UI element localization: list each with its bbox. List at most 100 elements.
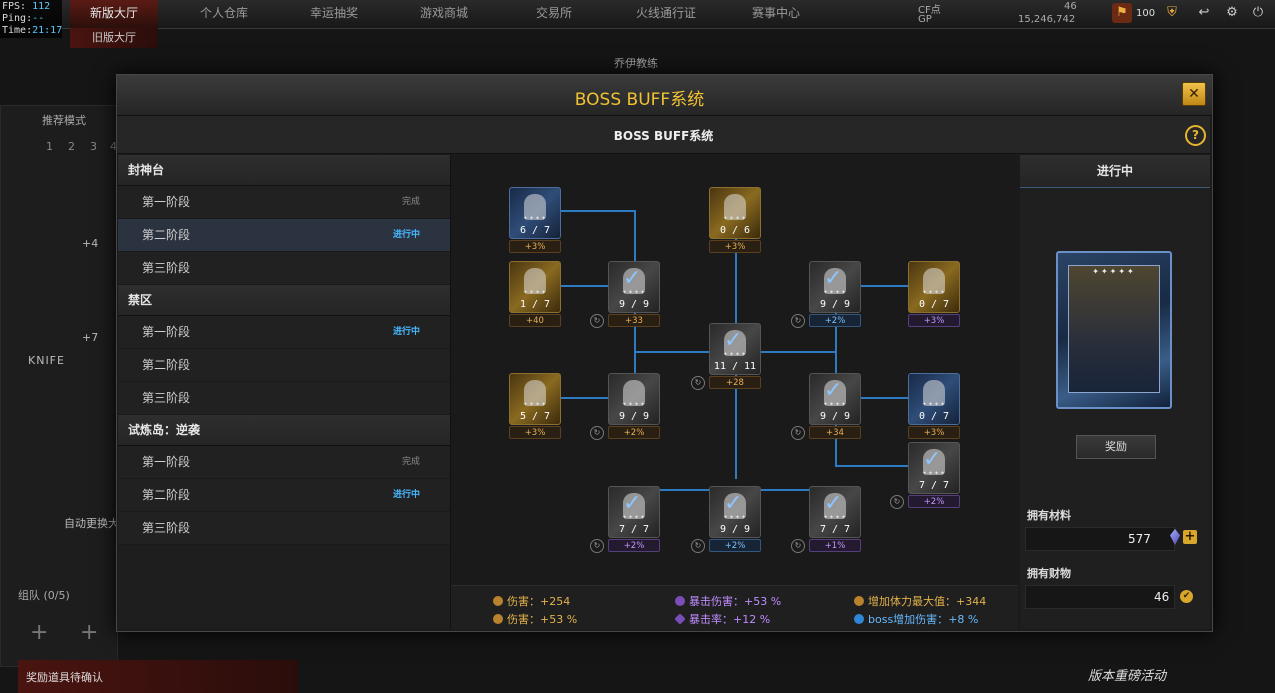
nav-tab-events[interactable]: 赛事中心 xyxy=(751,6,800,20)
cf-value: 46 xyxy=(1064,1,1077,12)
reset-icon[interactable]: ↻ xyxy=(890,495,904,509)
check-icon: ✓ xyxy=(623,266,642,291)
stage-item[interactable]: 第一阶段完成 xyxy=(118,186,450,219)
ping-value: -- xyxy=(32,13,45,24)
category-fengshentai: 封神台 xyxy=(118,155,450,186)
top-nav-bar: 新版大厅 个人仓库 幸运抽奖 游戏商城 交易所 火线通行证 赛事中心 CF点 4… xyxy=(0,0,1275,29)
nav-tab-warehouse[interactable]: 个人仓库 xyxy=(199,6,248,20)
nav-tab-shop[interactable]: 游戏商城 xyxy=(419,6,468,20)
category-trial-island: 试炼岛：逆袭 xyxy=(118,415,450,446)
back-icon[interactable]: ↩ xyxy=(1198,5,1210,20)
node-stars: ✦✦✦✦ xyxy=(522,401,548,408)
buff-node[interactable]: ✦✦✦✦✓9 / 9 xyxy=(809,261,861,313)
old-hall-tab[interactable]: 旧版大厅 xyxy=(70,28,158,48)
nav-tab-exchange[interactable]: 交易所 xyxy=(535,6,572,20)
node-count: 9 / 9 xyxy=(618,411,650,422)
stage-label: 第三阶段 xyxy=(142,261,191,275)
node-count: 9 / 9 xyxy=(819,411,851,422)
node-count: 0 / 7 xyxy=(918,299,950,310)
page-num-3[interactable]: 3 xyxy=(90,140,97,153)
team-slot-add-icon[interactable]: + xyxy=(30,620,49,645)
node-bonus: +2% xyxy=(608,539,660,552)
buff-node[interactable]: ✦✦✦✦5 / 7 xyxy=(509,373,561,425)
gear-icon[interactable]: ⚙ xyxy=(1226,5,1238,20)
boss-buff-dialog: BOSS BUFF系统 ✕ BOSS BUFF系统 ? 封神台 第一阶段完成 第… xyxy=(116,74,1213,632)
buff-node[interactable]: ✦✦✦✦✓11 / 11 xyxy=(709,323,761,375)
stage-item[interactable]: 第一阶段进行中 xyxy=(118,316,450,349)
character-portrait xyxy=(623,268,645,294)
buff-node[interactable]: ✦✦✦✦✓9 / 9 xyxy=(709,486,761,538)
node-count: 7 / 7 xyxy=(618,524,650,535)
page-num-4[interactable]: 4 xyxy=(110,140,117,153)
page-num-2[interactable]: 2 xyxy=(68,140,75,153)
page-num-1[interactable]: 1 xyxy=(46,140,53,153)
cf-label: CF点 xyxy=(918,5,941,16)
node-bonus: +3% xyxy=(509,240,561,253)
buff-node[interactable]: ✦✦✦✦0 / 7 xyxy=(908,373,960,425)
buff-tree: ✦✦✦✦6 / 7+3%✦✦✦✦0 / 6+3%✦✦✦✦1 / 7+40✦✦✦✦… xyxy=(451,155,1018,585)
stage-item[interactable]: 第一阶段完成 xyxy=(118,446,450,479)
node-stars: ✦✦✦✦ xyxy=(921,470,947,477)
nav-tab-new-hall[interactable]: 新版大厅 xyxy=(70,0,158,28)
buff-node[interactable]: ✦✦✦✦✓7 / 7 xyxy=(809,486,861,538)
stage-label: 第二阶段 xyxy=(142,358,191,372)
buff-node[interactable]: ✦✦✦✦✓9 / 9 xyxy=(608,261,660,313)
footer-left-label[interactable]: 奖励道具待确认 xyxy=(26,671,103,684)
time-label: Time: xyxy=(2,25,33,36)
buff-node[interactable]: ✦✦✦✦✓7 / 7 xyxy=(908,442,960,494)
wealth-value: 46 xyxy=(1154,590,1170,604)
node-stars: ✦✦✦✦ xyxy=(921,289,947,296)
dialog-title: BOSS BUFF系统 xyxy=(574,90,705,110)
check-icon: ✓ xyxy=(923,447,942,472)
reset-icon[interactable]: ↻ xyxy=(590,314,604,328)
summary-max-hp: 增加体力最大值：+344 xyxy=(854,593,986,609)
reset-icon[interactable]: ↻ xyxy=(590,426,604,440)
reward-button[interactable]: 奖励 xyxy=(1076,435,1156,459)
reset-icon[interactable]: ↻ xyxy=(590,539,604,553)
plus-seven-label: +7 xyxy=(82,331,99,344)
stage-label: 第一阶段 xyxy=(142,325,191,339)
node-stars: ✦✦✦✦ xyxy=(621,514,647,521)
buff-node[interactable]: ✦✦✦✦6 / 7 xyxy=(509,187,561,239)
summary-damage-pct: 伤害：+53 % xyxy=(493,611,577,627)
close-button[interactable]: ✕ xyxy=(1182,82,1206,106)
reset-icon[interactable]: ↻ xyxy=(691,376,705,390)
nav-tab-pass[interactable]: 火线通行证 xyxy=(635,6,696,20)
stage-item[interactable]: 第二阶段 xyxy=(118,349,450,382)
stage-label: 第三阶段 xyxy=(142,521,191,535)
damage-icon xyxy=(493,614,503,624)
nav-tab-lottery[interactable]: 幸运抽奖 xyxy=(309,6,358,20)
stage-item[interactable]: 第三阶段 xyxy=(118,252,450,285)
node-bonus: +2% xyxy=(908,495,960,508)
buff-node[interactable]: ✦✦✦✦1 / 7 xyxy=(509,261,561,313)
crit-damage-icon xyxy=(675,596,685,606)
stage-item[interactable]: 第三阶段 xyxy=(118,512,450,545)
power-icon[interactable]: ⏻ xyxy=(1252,5,1264,20)
reset-icon[interactable]: ↻ xyxy=(691,539,705,553)
buff-node[interactable]: ✦✦✦✦0 / 6 xyxy=(709,187,761,239)
buff-node[interactable]: ✦✦✦✦ 0 / 7 xyxy=(908,261,960,313)
stage-label: 第一阶段 xyxy=(142,455,191,469)
buff-node[interactable]: ✦✦✦✦✓7 / 7 xyxy=(608,486,660,538)
node-stars: ✦✦✦✦ xyxy=(822,401,848,408)
check-icon: ✓ xyxy=(824,378,843,403)
stage-item[interactable]: 第二阶段进行中 xyxy=(118,479,450,512)
buff-node[interactable]: ✦✦✦✦✓ 9 / 9 xyxy=(809,373,861,425)
character-portrait xyxy=(824,380,846,406)
character-portrait xyxy=(524,268,546,294)
add-materials-button[interactable]: + xyxy=(1183,529,1197,544)
footer-right-label[interactable]: 版本重磅活动 xyxy=(1088,669,1167,684)
reset-icon[interactable]: ↻ xyxy=(791,426,805,440)
reset-icon[interactable]: ↻ xyxy=(791,314,805,328)
stage-item[interactable]: 第二阶段进行中 xyxy=(118,219,450,252)
reset-icon[interactable]: ↻ xyxy=(791,539,805,553)
rank-icon[interactable]: ⚑ xyxy=(1112,3,1132,23)
team-slot-add-icon[interactable]: + xyxy=(80,620,99,645)
node-bonus: +3% xyxy=(709,240,761,253)
buff-node[interactable]: ✦✦✦✦9 / 9 xyxy=(608,373,660,425)
shield-icon[interactable]: ⛨ xyxy=(1167,5,1177,20)
wealth-box xyxy=(1025,585,1175,609)
stage-item[interactable]: 第三阶段 xyxy=(118,382,450,415)
character-portrait xyxy=(724,330,746,356)
help-icon[interactable]: ? xyxy=(1185,125,1206,146)
